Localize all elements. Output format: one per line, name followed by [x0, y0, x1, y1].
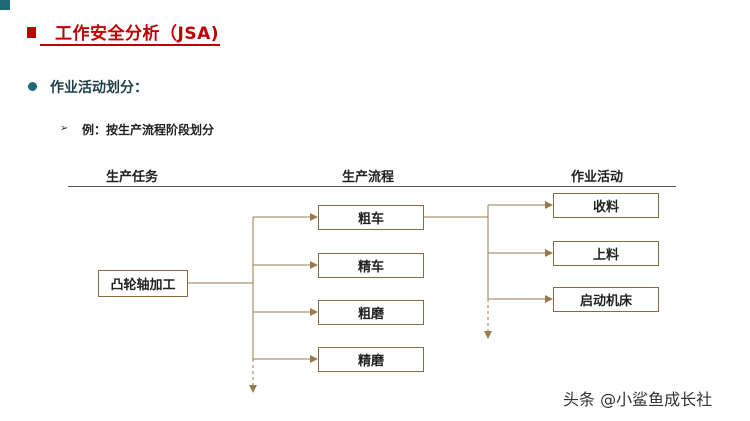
- process-box-4: 精磨: [318, 347, 424, 372]
- sub-bullet-text: 例：按生产流程阶段划分: [82, 123, 215, 137]
- activity-box-1: 收料: [553, 193, 659, 218]
- task-box: 凸轮轴加工: [98, 270, 188, 297]
- title-underline: [40, 44, 220, 46]
- bullet-dot-icon: [28, 82, 37, 91]
- process-box-1: 粗车: [318, 205, 424, 230]
- column-header-task: 生产任务: [106, 170, 159, 185]
- activity-box-2: 上料: [553, 241, 659, 266]
- page-title: 工作安全分析（JSA): [55, 24, 219, 44]
- title-marker-icon: [27, 27, 36, 38]
- activity-box-3: 启动机床: [553, 287, 659, 312]
- watermark-text: 头条 @小鲨鱼成长社: [563, 390, 713, 409]
- column-header-process: 生产流程: [342, 170, 395, 185]
- bullet-heading: 作业活动划分：: [50, 80, 148, 96]
- corner-accent: [0, 0, 10, 10]
- column-header-activity: 作业活动: [571, 170, 624, 185]
- header-divider: [68, 186, 676, 187]
- process-box-2: 精车: [318, 253, 424, 278]
- sub-bullet-arrow-icon: ➢: [60, 123, 69, 134]
- process-box-3: 粗磨: [318, 300, 424, 325]
